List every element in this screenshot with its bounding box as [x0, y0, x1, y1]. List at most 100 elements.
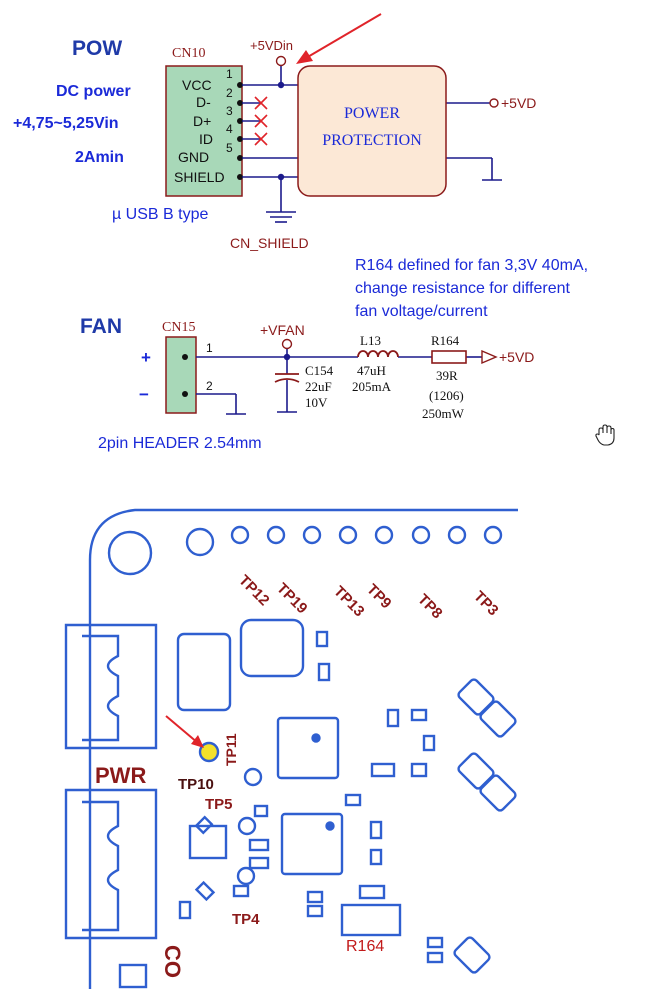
c154-voltage: 10V	[305, 395, 328, 410]
fan-net-5vd-label: +5VD	[499, 349, 534, 365]
component-smd-14	[178, 900, 192, 920]
component-transistor	[188, 824, 228, 860]
component-smd-16	[253, 804, 269, 818]
tp3-label: TP3	[470, 588, 501, 619]
component-smd-13	[358, 884, 386, 900]
tp12-label: TP12	[235, 572, 272, 609]
no-connect-dplus	[254, 114, 268, 128]
pin-dplus: D+	[193, 113, 211, 129]
cn-shield-label: CN_SHIELD	[230, 235, 309, 251]
pin-number-5: 5	[226, 141, 233, 155]
pin-shield: SHIELD	[174, 169, 225, 185]
r164-ref: R164	[431, 333, 460, 348]
component-smd-11	[306, 890, 324, 904]
component-diode-3	[457, 752, 495, 790]
usb-connector-bottom	[64, 788, 158, 940]
co-partial-label: CO	[160, 945, 185, 978]
junction-shield	[277, 173, 285, 181]
component-smd-15	[232, 884, 250, 898]
mounting-hole-small	[185, 527, 215, 557]
component-ic-top	[276, 716, 340, 780]
tp10-pad	[198, 741, 220, 763]
component-smd-3	[386, 708, 400, 728]
cn15-pin2-number: 2	[206, 379, 213, 393]
component-smd-1	[315, 630, 329, 648]
component-fuse	[176, 632, 232, 712]
l13-current: 205mA	[352, 379, 392, 394]
tp4-label: TP4	[232, 911, 260, 928]
chassis-ground-icon	[266, 201, 296, 223]
fan-schematic: FAN CN15 + − 1 2 +VFAN C154 22uF 10V	[80, 315, 534, 452]
tp11-label: TP11	[223, 733, 239, 766]
power-protection-block	[297, 65, 447, 197]
component-smd-4	[410, 708, 428, 722]
l13-value: 47uH	[357, 363, 386, 378]
tp10-label: TP10	[178, 776, 214, 793]
pin-dminus: D-	[196, 94, 211, 110]
component-smd-20	[426, 951, 444, 964]
component-smd-7	[410, 762, 428, 778]
fan-5vd-arrow-icon	[481, 349, 498, 365]
c154-plate-bottom	[274, 378, 300, 383]
component-inductor	[239, 618, 305, 678]
pin-dot-dplus	[237, 118, 243, 124]
component-smd-17	[248, 838, 270, 852]
component-smd-22	[194, 880, 216, 902]
cn15-connector-body	[165, 336, 197, 414]
r164-board-label: R164	[346, 938, 384, 955]
current-label: 2Amin	[75, 149, 124, 166]
fan-title: FAN	[80, 315, 122, 338]
power-protection-line1: POWER	[344, 105, 400, 122]
pin-dot-gnd	[237, 155, 243, 161]
junction-vcc	[277, 81, 285, 89]
component-r164-pad	[340, 903, 402, 937]
cn15-pin2-dot	[182, 391, 188, 397]
pin-number-2: 2	[226, 86, 233, 100]
l13-ref: L13	[360, 333, 381, 348]
component-smd-9	[369, 820, 383, 840]
cn10-label: CN10	[172, 46, 205, 61]
pow-title: POW	[72, 37, 122, 60]
component-diode-2	[479, 700, 517, 738]
mounting-hole	[107, 530, 153, 576]
header-label: 2pin HEADER 2.54mm	[98, 435, 262, 452]
c154-ref: C154	[305, 363, 334, 378]
usb-type-label: µ USB B type	[112, 206, 208, 223]
tp13-label: TP13	[330, 583, 367, 620]
hand-cursor-icon	[595, 424, 615, 446]
net-5vd-label: +5VD	[501, 95, 536, 111]
component-smd-6	[370, 762, 396, 778]
voltage-range-label: +4,75~5,25Vin	[13, 115, 119, 132]
red-arrow-icon	[165, 715, 204, 748]
tp5-label: TP5	[205, 796, 233, 813]
pin-vcc: VCC	[182, 77, 212, 93]
pcb-board	[64, 508, 518, 989]
c154-value: 22uF	[305, 379, 332, 394]
pin-id: ID	[199, 131, 213, 147]
cn10-connector-body	[165, 65, 243, 197]
pwr-label: PWR	[95, 763, 146, 788]
component-smd-12	[306, 904, 324, 918]
component-diode-5	[453, 936, 491, 974]
component-smd-18	[248, 856, 270, 870]
net-vfan-port	[281, 338, 293, 350]
component-smd-23	[194, 815, 214, 835]
tp5-pad	[237, 816, 257, 836]
usb-connector-top	[64, 623, 158, 750]
r164-package: (1206)	[429, 388, 464, 403]
component-smd-10	[369, 848, 383, 866]
component-ic-bottom	[280, 812, 344, 876]
pin-dot-id	[237, 136, 243, 142]
component-diode-1	[457, 678, 495, 716]
fan-note: R164 defined for fan 3,3V 40mA, change r…	[355, 257, 588, 320]
component-diode-4	[479, 774, 517, 812]
pin-number-3: 3	[226, 104, 233, 118]
net-5vdin-port	[275, 55, 287, 67]
red-arrow-icon	[296, 13, 382, 64]
pin-number-4: 4	[226, 122, 233, 136]
fan-plus-label: +	[141, 348, 151, 367]
pin-dot-vcc	[237, 82, 243, 88]
l13-inductor-coil	[357, 350, 399, 358]
fan-junction	[283, 353, 291, 361]
